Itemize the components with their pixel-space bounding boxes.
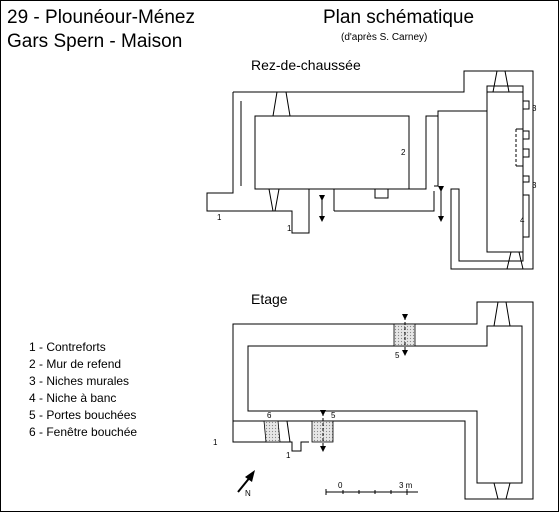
upper-window-2	[493, 482, 511, 500]
upper-blocked-window	[263, 420, 281, 443]
plan-credit: (d'après S. Carney)	[341, 32, 428, 43]
ground-west-wall	[206, 92, 319, 234]
site-title-line2: Gars Spern - Maison	[7, 31, 183, 52]
ground-window-1	[272, 91, 291, 117]
legend-item-fenetre-bouchee: 6 - Fenêtre bouchée	[29, 425, 138, 439]
legend-item-niche-a-banc: 4 - Niche à banc	[29, 391, 117, 405]
scale-bar	[325, 489, 418, 495]
ground-niche-4	[522, 175, 530, 183]
ground-marker-1b: 1	[287, 224, 292, 233]
upper-marker-1b: 1	[286, 451, 291, 460]
ground-niche-3	[522, 148, 530, 158]
ground-marker-2: 2	[401, 148, 406, 157]
ground-marker-4: 4	[520, 216, 525, 225]
legend-item-mur-de-refend: 2 - Mur de refend	[29, 357, 122, 371]
upper-floor-label: Etage	[251, 291, 288, 307]
upper-outer-wall	[232, 301, 534, 500]
upper-marker-5b: 5	[331, 411, 336, 420]
north-arrow-icon: N	[237, 470, 255, 498]
ground-window-2	[268, 188, 280, 212]
legend-item-portes-bouchees: 5 - Portes bouchées	[29, 408, 137, 422]
ground-niche-1	[522, 100, 530, 110]
ground-floor-plan	[206, 70, 534, 270]
legend: 1 - Contreforts 2 - Mur de refend 3 - Ni…	[29, 339, 137, 441]
ground-window-3	[492, 70, 510, 93]
legend-item-contreforts: 1 - Contreforts	[29, 340, 106, 354]
upper-window-1	[493, 301, 511, 327]
upper-west-buttress	[232, 421, 309, 452]
ground-outer-wall	[233, 70, 534, 270]
ground-window-4	[506, 251, 524, 270]
ground-south-wall	[333, 115, 438, 212]
ground-marker-1a: 1	[217, 213, 222, 222]
ground-floor-label: Rez-de-chaussée	[251, 57, 361, 73]
upper-marker-5a: 5	[395, 351, 400, 360]
ground-buttress-small	[374, 188, 389, 199]
upper-marker-1a: 1	[213, 438, 218, 447]
ground-room-east	[486, 91, 524, 253]
ground-room-west	[254, 115, 410, 190]
scale-start: 0	[338, 481, 343, 490]
ground-niche-bench	[522, 194, 530, 238]
site-title-line1: 29 - Plounéour-Ménez	[7, 7, 195, 28]
plan-title: Plan schématique	[323, 7, 475, 28]
legend-item-niches-murales: 3 - Niches murales	[29, 374, 130, 388]
north-label: N	[245, 489, 251, 498]
scale-end: 3 m	[399, 481, 413, 490]
ground-marker-3b: 3	[532, 181, 537, 190]
ground-niche-2	[522, 130, 530, 140]
ground-marker-3a: 3	[532, 104, 537, 113]
upper-floor-plan	[232, 301, 534, 500]
upper-marker-6: 6	[267, 411, 272, 420]
